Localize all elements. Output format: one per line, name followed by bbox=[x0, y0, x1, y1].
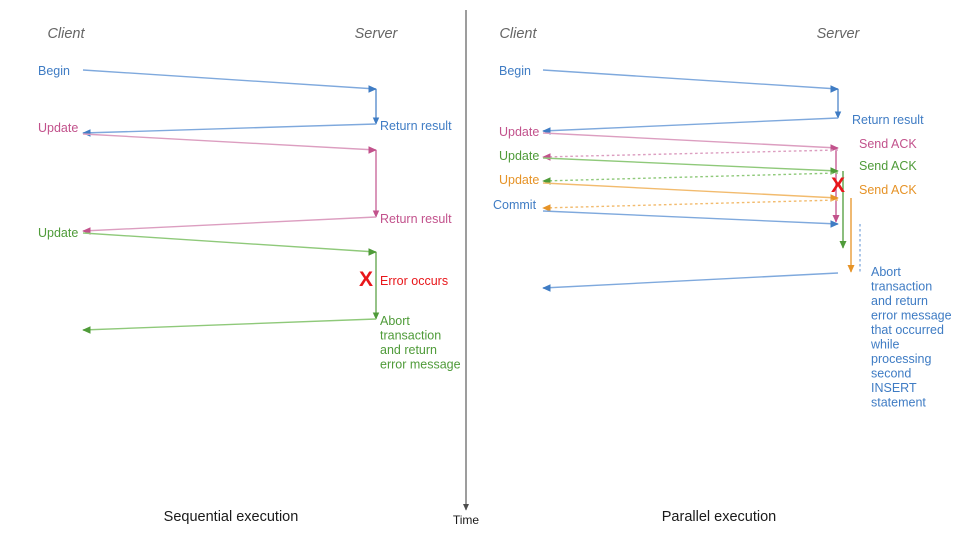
lane-header-server: Server bbox=[355, 26, 399, 42]
message-arrow[interactable] bbox=[542, 157, 839, 175]
message-label-line: that occurred bbox=[871, 323, 944, 337]
message-label-line: statement bbox=[871, 396, 926, 410]
message-label-line: transaction bbox=[380, 329, 441, 343]
error-occurs-label: Error occurs bbox=[380, 274, 448, 288]
message-label: Update bbox=[499, 173, 539, 187]
message-label-line: Update bbox=[38, 121, 78, 135]
message-label: Send ACK bbox=[859, 159, 917, 173]
panel-caption: Parallel execution bbox=[662, 509, 776, 525]
message-label-line: Return result bbox=[380, 212, 452, 226]
message-arrow[interactable] bbox=[82, 133, 377, 154]
message-arrow[interactable] bbox=[82, 232, 377, 256]
message-label: Update bbox=[38, 226, 78, 240]
message-label-line: Return result bbox=[852, 113, 924, 127]
message-label-line: error message bbox=[871, 309, 952, 323]
message-arrow[interactable] bbox=[542, 149, 839, 161]
message-label-line: Update bbox=[499, 149, 539, 163]
message-label-line: and return bbox=[380, 343, 437, 357]
message-label-line: Abort bbox=[380, 314, 410, 328]
error-x-icon: X bbox=[359, 268, 373, 291]
message-arrow[interactable] bbox=[542, 210, 839, 228]
time-axis-label: Time bbox=[453, 513, 480, 527]
message-label: Return result bbox=[852, 113, 924, 127]
message-label-line: Commit bbox=[493, 198, 537, 212]
message-arrow[interactable] bbox=[542, 69, 839, 93]
message-label: Send ACK bbox=[859, 137, 917, 151]
lane-header-server: Server bbox=[817, 26, 861, 42]
message-label: Update bbox=[38, 121, 78, 135]
message-arrow[interactable] bbox=[82, 69, 377, 93]
message-label-line: Send ACK bbox=[859, 159, 917, 173]
message-label-line: processing bbox=[871, 352, 931, 366]
message-arrow[interactable] bbox=[542, 272, 839, 292]
message-label-line: Send ACK bbox=[859, 137, 917, 151]
message-label-line: second bbox=[871, 367, 911, 381]
message-label: Send ACK bbox=[859, 183, 917, 197]
lane-header-client: Client bbox=[499, 26, 537, 42]
panel-caption: Sequential execution bbox=[164, 509, 299, 525]
message-arrow[interactable] bbox=[82, 216, 377, 235]
message-arrow[interactable] bbox=[542, 132, 839, 152]
message-label: Update bbox=[499, 125, 539, 139]
message-label: Update bbox=[499, 149, 539, 163]
message-label-line: error message bbox=[380, 358, 461, 372]
message-label-line: while bbox=[870, 338, 900, 352]
lane-header-client: Client bbox=[47, 26, 85, 42]
message-label-line: Update bbox=[499, 173, 539, 187]
message-label-line: Send ACK bbox=[859, 183, 917, 197]
message-label-line: transaction bbox=[871, 280, 932, 294]
message-label: Begin bbox=[499, 64, 531, 78]
message-label-line: INSERT bbox=[871, 381, 917, 395]
message-label: Return result bbox=[380, 212, 452, 226]
message-label-line: Return result bbox=[380, 119, 452, 133]
message-label-line: and return bbox=[871, 294, 928, 308]
message-arrow[interactable] bbox=[542, 117, 839, 135]
message-label-line: Update bbox=[499, 125, 539, 139]
message-arrow[interactable] bbox=[542, 199, 839, 212]
message-arrow[interactable] bbox=[82, 318, 377, 334]
message-label: Return result bbox=[380, 119, 452, 133]
message-arrow[interactable] bbox=[542, 172, 839, 185]
message-label-line: Begin bbox=[38, 64, 70, 78]
message-label-line: Begin bbox=[499, 64, 531, 78]
message-label: Commit bbox=[493, 198, 537, 212]
message-arrow[interactable] bbox=[542, 182, 839, 202]
message-label-line: Update bbox=[38, 226, 78, 240]
message-label: Begin bbox=[38, 64, 70, 78]
message-arrow[interactable] bbox=[82, 123, 377, 137]
message-label-line: Abort bbox=[871, 265, 901, 279]
error-x-icon: X bbox=[831, 174, 845, 197]
time-axis: Time bbox=[453, 10, 480, 527]
